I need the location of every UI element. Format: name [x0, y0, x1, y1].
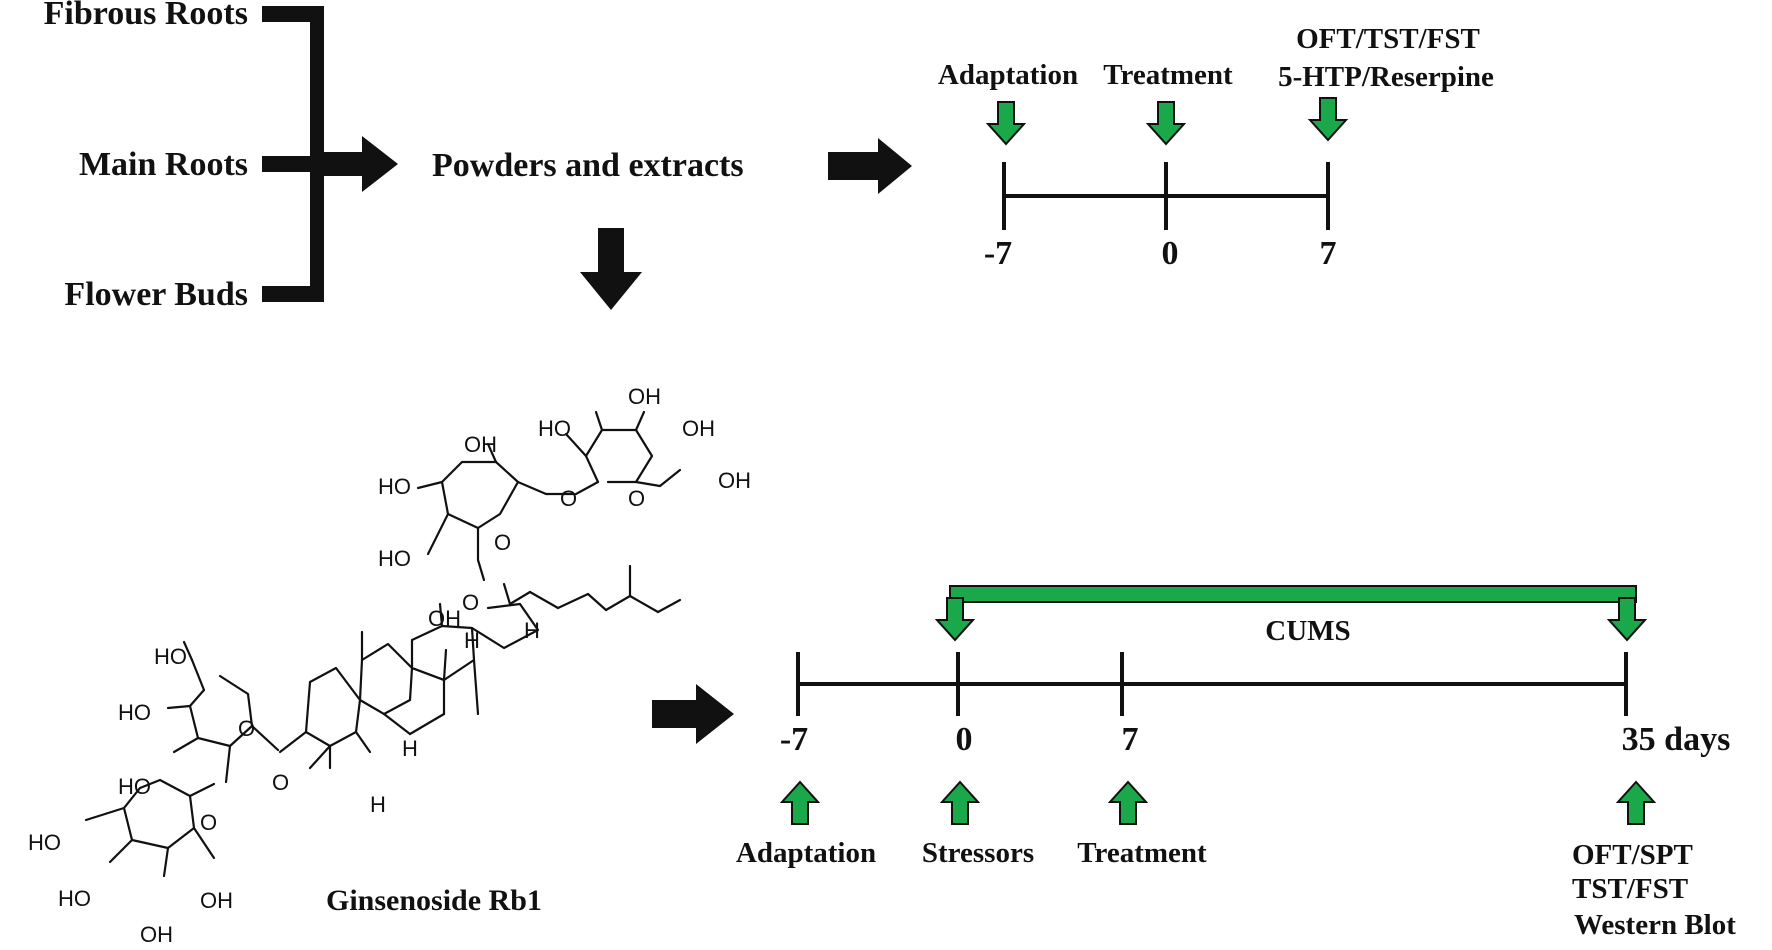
- t2-tests-label-2: TST/FST: [1572, 873, 1688, 905]
- arrow-right-3: [652, 684, 734, 744]
- atom-ho: HO: [378, 546, 411, 571]
- t2-tests-arrow: [1617, 781, 1655, 825]
- t1-treatment-label: Treatment: [1103, 59, 1233, 91]
- atom-h: H: [464, 628, 480, 653]
- atom-ho: HO: [538, 416, 571, 441]
- atom-o: O: [628, 486, 645, 511]
- fibrous-roots-label: Fibrous Roots: [44, 0, 248, 32]
- t2-adaptation-arrow: [781, 781, 819, 825]
- t1-adaptation-label: Adaptation: [938, 59, 1078, 91]
- atom-ho: HO: [28, 830, 61, 855]
- atom-h: H: [524, 618, 540, 643]
- t2-tick-0: 0: [956, 721, 973, 758]
- atom-o: O: [238, 716, 255, 741]
- atom-h: H: [370, 792, 386, 817]
- arrow-down-1: [580, 228, 642, 310]
- arrow-right-2: [828, 138, 912, 194]
- t2-tests-label-1: OFT/SPT: [1572, 839, 1693, 871]
- atom-o: O: [494, 530, 511, 555]
- flower-buds-label: Flower Buds: [64, 276, 248, 313]
- t2-tick-neg7: -7: [780, 721, 808, 758]
- atom-oh: OH: [428, 606, 461, 631]
- source-bracket: [262, 6, 324, 302]
- atom-oh: OH: [718, 468, 751, 493]
- t1-tests-label-1: OFT/TST/FST: [1296, 23, 1480, 55]
- atom-o: O: [272, 770, 289, 795]
- atom-ho: HO: [154, 644, 187, 669]
- atom-oh: OH: [200, 888, 233, 913]
- t2-tick-7: 7: [1122, 721, 1139, 758]
- cums-end-arrow: [1608, 597, 1646, 641]
- main-roots-label: Main Roots: [79, 146, 248, 183]
- atom-o: O: [200, 810, 217, 835]
- t1-treatment-arrow: [1147, 101, 1185, 145]
- timeline-1: [1002, 162, 1330, 230]
- atom-ho: HO: [58, 886, 91, 911]
- compound-label: Ginsenoside Rb1: [326, 884, 542, 917]
- atom-o: O: [560, 486, 577, 511]
- t2-tests-label-3: Western Blot: [1574, 909, 1736, 941]
- t2-treatment-arrow: [1109, 781, 1147, 825]
- t1-tick-7: 7: [1320, 235, 1337, 272]
- ginsenoside-structure: OH HO OH OH O O OH HO HO O O OH H H H H …: [28, 384, 751, 947]
- powders-label: Powders and extracts: [432, 147, 744, 184]
- atom-ho: HO: [378, 474, 411, 499]
- t1-adaptation-arrow: [987, 101, 1025, 145]
- t2-treatment-label: Treatment: [1077, 837, 1207, 869]
- atom-oh: OH: [682, 416, 715, 441]
- atom-h: H: [402, 736, 418, 761]
- atom-oh: OH: [464, 432, 497, 457]
- t1-tick-0: 0: [1162, 235, 1179, 272]
- arrow-right-1: [322, 136, 398, 192]
- t2-tick-35: 35 days: [1622, 721, 1731, 758]
- timeline-2: [796, 652, 1628, 716]
- cums-label: CUMS: [1265, 615, 1350, 647]
- t2-stressors-label: Stressors: [922, 837, 1034, 869]
- atom-ho: HO: [118, 774, 151, 799]
- atom-ho: HO: [118, 700, 151, 725]
- cums-start-arrow: [936, 597, 974, 641]
- t2-adaptation-label: Adaptation: [736, 837, 876, 869]
- t1-tests-label-2: 5-HTP/Reserpine: [1278, 61, 1494, 93]
- t1-tick-neg7: -7: [984, 235, 1012, 272]
- t2-stressors-arrow: [941, 781, 979, 825]
- atom-oh: OH: [628, 384, 661, 409]
- atom-o: O: [462, 590, 479, 615]
- atom-oh: OH: [140, 922, 173, 947]
- t1-tests-arrow: [1309, 97, 1347, 141]
